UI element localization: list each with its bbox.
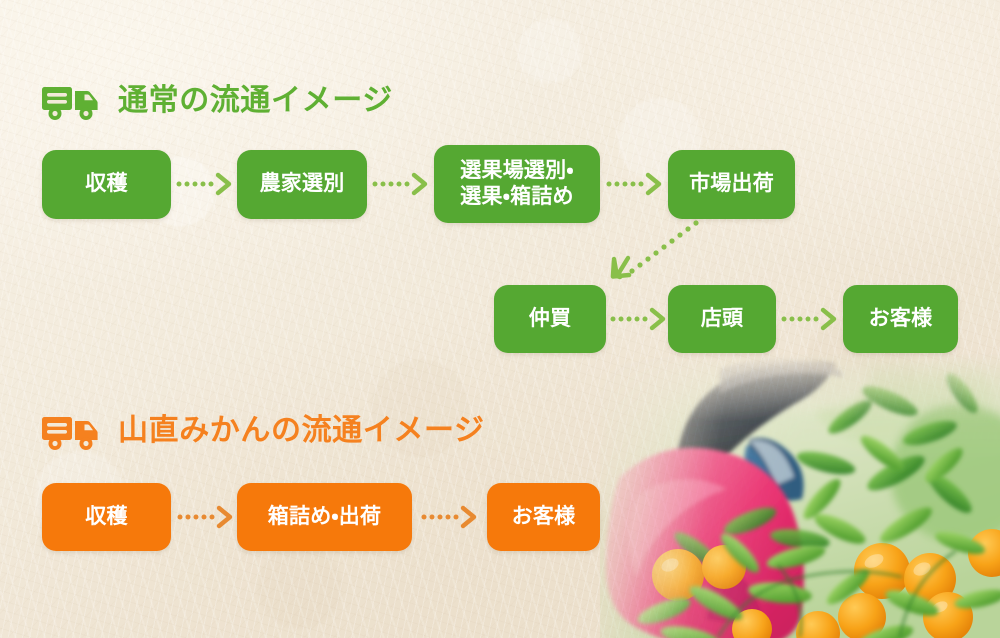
flow-node-label: 収穫 bbox=[85, 504, 128, 528]
flow-node-label: 箱詰め・出荷 bbox=[267, 504, 382, 528]
flow-arrow-storefront-to-customer bbox=[781, 307, 839, 331]
flow-node-label: 市場出荷 bbox=[689, 172, 774, 196]
flow-node-storefront[interactable]: 店頭 bbox=[668, 285, 776, 353]
flow-node-farmer-sorting[interactable]: 農家選別 bbox=[237, 150, 367, 219]
flow-node-harvest-yamanao[interactable]: 収穫 bbox=[42, 483, 171, 551]
flow-node-packing-house[interactable]: 選果場選別・ 選果・箱詰め bbox=[434, 145, 600, 223]
section-title-normal: 通常の流通イメージ bbox=[118, 84, 393, 117]
flow-node-customer-normal[interactable]: お客様 bbox=[843, 285, 958, 353]
flow-node-label: 仲買 bbox=[528, 306, 572, 330]
flow-node-packing-shipping[interactable]: 箱詰め・出荷 bbox=[237, 483, 412, 551]
flow-node-label-line2: 選果・箱詰め bbox=[460, 185, 574, 208]
flow-arrow-farmer-to-packing bbox=[372, 172, 430, 196]
flow-node-harvest-normal[interactable]: 収穫 bbox=[42, 150, 171, 219]
flow-node-customer-yamanao[interactable]: お客様 bbox=[487, 483, 600, 551]
section-header-yamanao: 山直みかんの流通イメージ bbox=[40, 410, 485, 452]
flow-node-label: 店頭 bbox=[700, 306, 744, 330]
flow-arrow-packing-to-customer bbox=[421, 505, 479, 529]
flow-arrow-harvest-to-farmer bbox=[176, 172, 234, 196]
flow-node-broker[interactable]: 仲買 bbox=[494, 285, 606, 353]
truck-icon bbox=[42, 417, 98, 450]
section-header-normal: 通常の流通イメージ bbox=[40, 80, 393, 122]
flow-node-label: 農家選別 bbox=[259, 172, 345, 196]
flow-node-label-line1: 選果場選別・ bbox=[460, 158, 574, 182]
flow-arrow-broker-to-storefront bbox=[610, 307, 668, 331]
flow-node-label: お客様 bbox=[868, 306, 933, 330]
flow-node-label: お客様 bbox=[511, 504, 576, 528]
flow-node-label: 収穫 bbox=[85, 172, 128, 196]
flow-arrow-harvest-to-packing bbox=[177, 505, 235, 529]
flow-arrow-packing-to-market bbox=[606, 172, 666, 196]
section-title-yamanao: 山直みかんの流通イメージ bbox=[118, 414, 485, 447]
truck-icon bbox=[42, 87, 98, 120]
mikan-harvest-photo bbox=[600, 353, 1000, 638]
flow-arrow-market-to-broker bbox=[598, 218, 708, 288]
flow-node-market-shipment[interactable]: 市場出荷 bbox=[668, 150, 795, 219]
